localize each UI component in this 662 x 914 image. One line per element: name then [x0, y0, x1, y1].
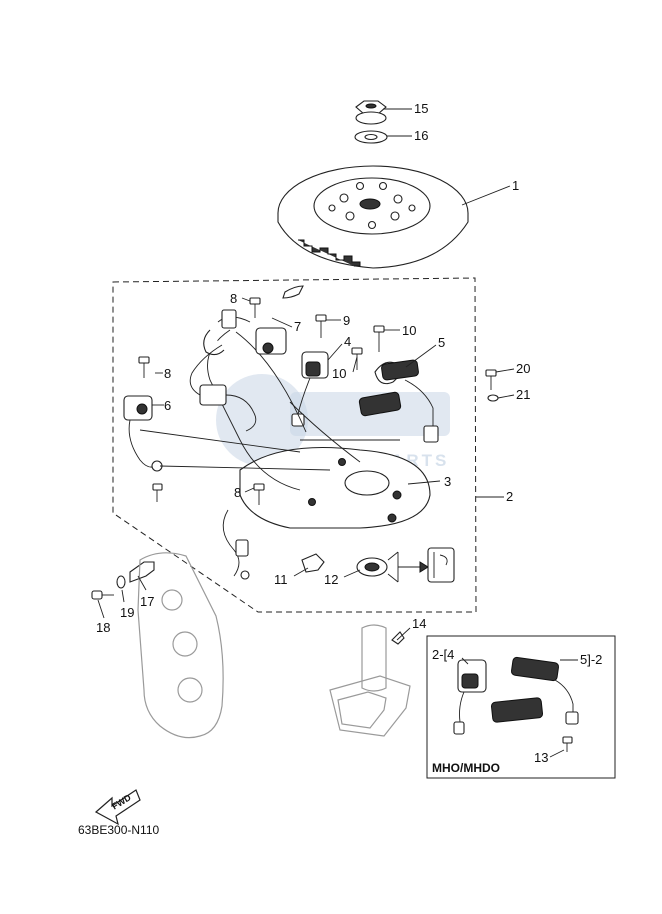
clamp-part: [123, 395, 163, 472]
callout-8a: 8: [230, 291, 237, 306]
bolt-10b-part: [351, 347, 363, 370]
stator-assembly-box: [112, 277, 477, 613]
inset-box: [426, 635, 616, 779]
charge-coil-part: [358, 359, 439, 443]
diagram-code: 63BE300-N110: [78, 823, 159, 837]
pulser-coil-part: [291, 351, 329, 427]
callout-14: 14: [412, 616, 426, 631]
connector-part: [189, 344, 257, 432]
inset-pulser-coil-part: [453, 659, 487, 735]
fwd-arrow-icon: FWD: [94, 789, 141, 826]
callout-16: 16: [414, 128, 428, 143]
callout-8b: 8: [164, 366, 171, 381]
leader-lines: [97, 108, 578, 758]
callout-6: 6: [164, 398, 171, 413]
callout-20: 20: [516, 361, 530, 376]
washer-part: [354, 130, 388, 144]
oil-seal-part: [356, 547, 455, 583]
callout-15: 15: [414, 101, 428, 116]
bracket-part: [129, 561, 155, 583]
inset-model-label: MHO/MHDO: [432, 761, 500, 775]
callout-1: 1: [512, 178, 519, 193]
inset-ref-2-4: 2-[4: [432, 647, 454, 662]
callout-8c: 8: [234, 485, 241, 500]
callout-10a: 10: [402, 323, 416, 338]
washer-19-part: [116, 575, 126, 589]
stator-wiring: [207, 329, 361, 580]
bolt-18-part: [91, 590, 114, 600]
ignition-coil-part: [203, 285, 304, 356]
callout-19: 19: [120, 605, 134, 620]
crankcase-outline: [137, 552, 224, 739]
bolt-8a-part: [249, 297, 261, 318]
callout-5: 5: [438, 335, 445, 350]
callout-21: 21: [516, 387, 530, 402]
bolt-20-part: [485, 369, 497, 390]
callout-7: 7: [294, 319, 301, 334]
callout-18: 18: [96, 620, 110, 635]
stator-base-plate-part: [239, 446, 431, 529]
crankshaft-outline: [329, 624, 411, 737]
callout-17: 17: [140, 594, 154, 609]
callout-4: 4: [344, 334, 351, 349]
callout-13: 13: [534, 750, 548, 765]
flywheel-part: [277, 165, 469, 269]
callout-numbers: 15 16 1 2 3 4 5 6 7 8 8 8 9 10 10 11 12 …: [96, 101, 548, 765]
inset-charge-coil-part: [490, 656, 579, 752]
bolt-lower-part: [152, 483, 163, 502]
callout-11: 11: [274, 572, 288, 587]
callout-9: 9: [343, 313, 350, 328]
bolt-8c-part: [253, 483, 265, 505]
bolt-8b-part: [138, 356, 150, 378]
bolt-10a-part: [373, 325, 385, 352]
washer-21-part: [487, 394, 499, 402]
nut-part: [355, 100, 387, 125]
bolt-9-part: [315, 314, 327, 338]
bolts: [91, 297, 499, 600]
callout-3: 3: [444, 474, 451, 489]
callout-12: 12: [324, 572, 338, 587]
inset-ref-5-2: 5]-2: [580, 652, 602, 667]
callout-10b: 10: [332, 366, 346, 381]
inset-labels: 2-[4 5]-2 MHO/MHDO: [432, 647, 602, 775]
callout-2: 2: [506, 489, 513, 504]
